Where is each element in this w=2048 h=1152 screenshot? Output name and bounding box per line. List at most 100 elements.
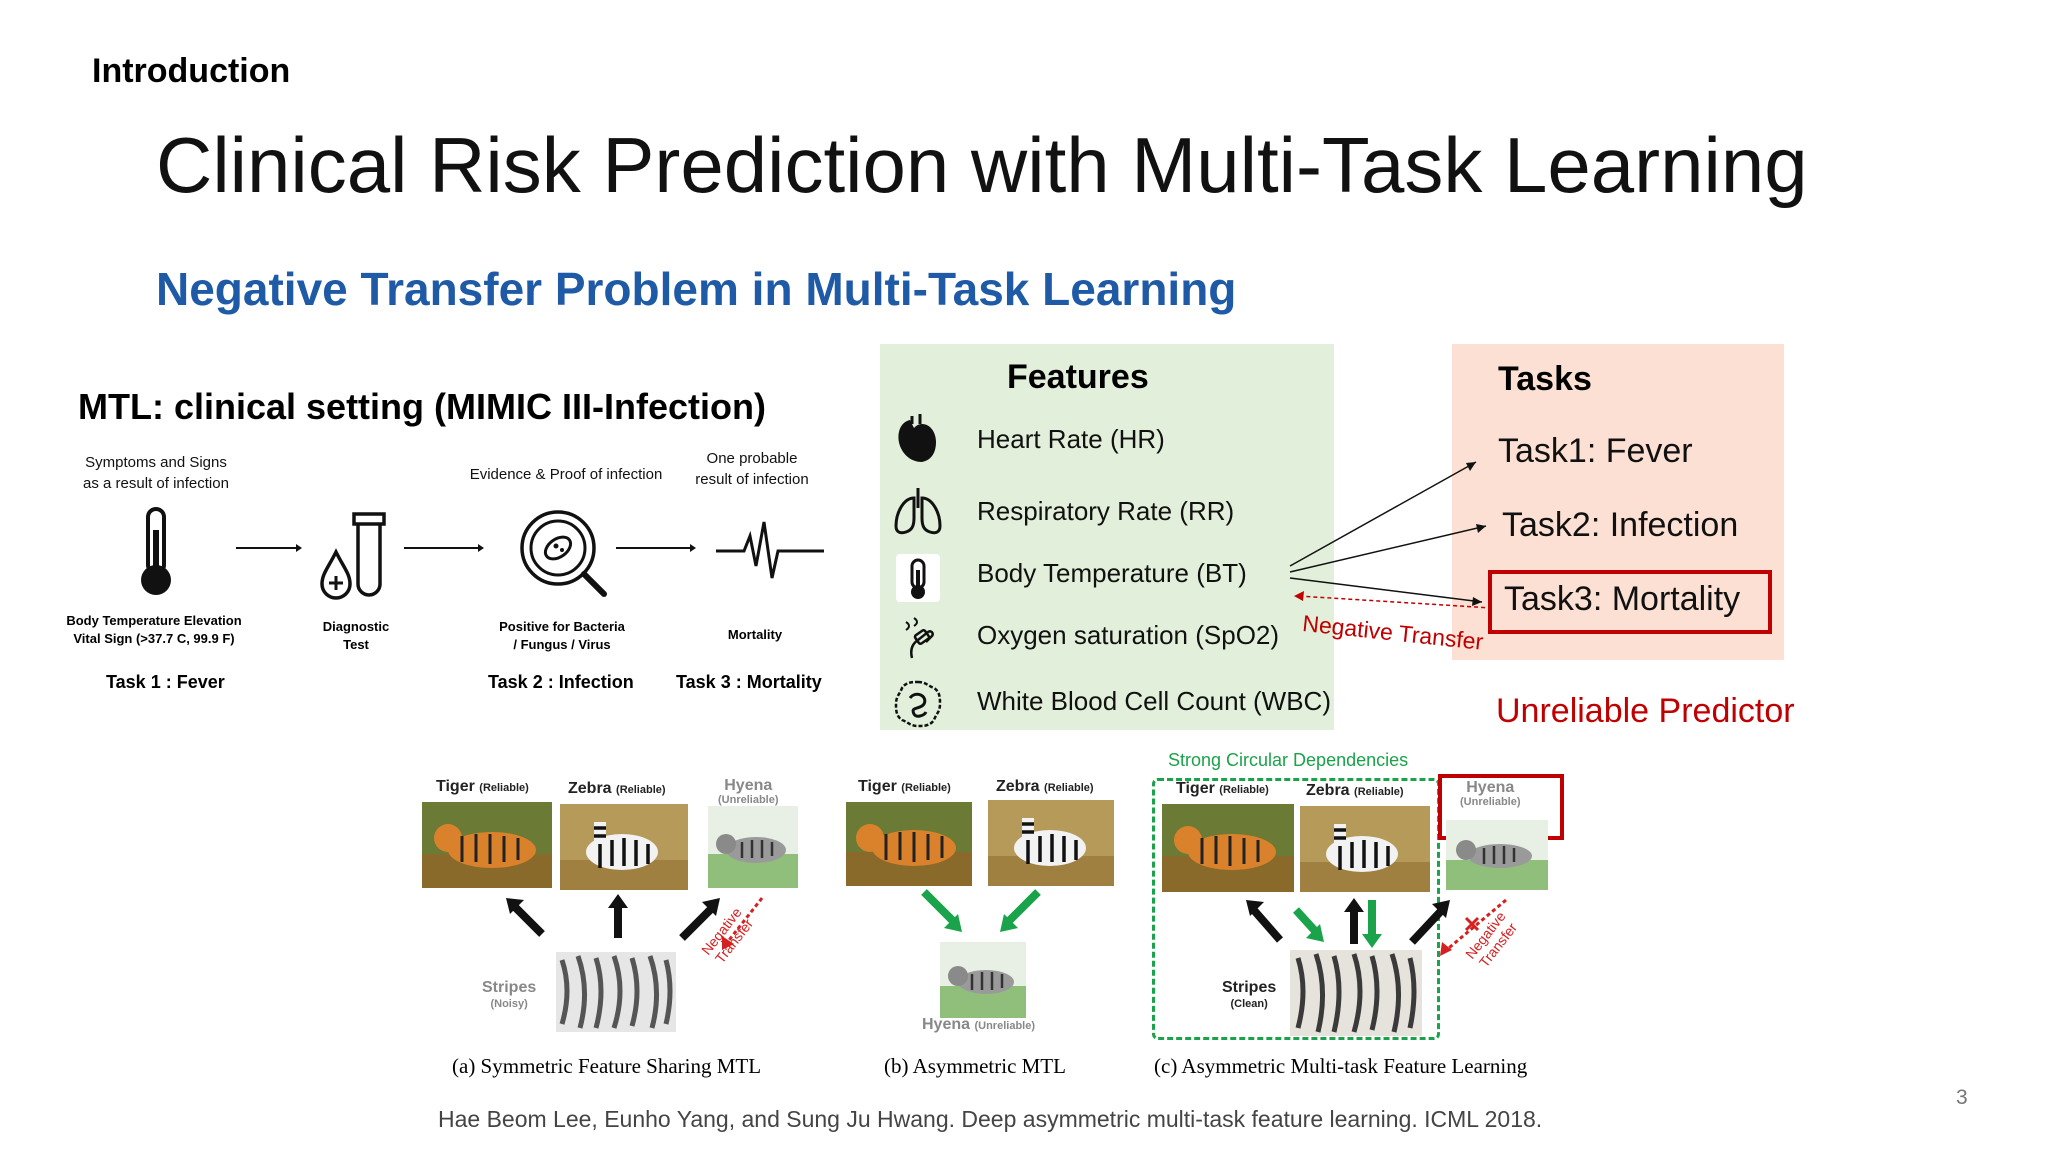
step-caption-diagnostic: Diagnostic Test	[296, 618, 416, 654]
strong-dependencies-label: Strong Circular Dependencies	[1168, 750, 1409, 770]
evidence-caption: Evidence & Proof of infection	[469, 466, 663, 483]
heart-icon	[898, 414, 936, 462]
feature-heart-rate: Heart Rate (HR)	[977, 424, 1165, 454]
step-caption-line2: Vital Sign (>37.7 C, 99.9 F)	[73, 631, 235, 646]
feature-body-temperature: Body Temperature (BT)	[977, 558, 1247, 588]
label-hyena-a: Hyena(Unreliable)	[718, 778, 779, 808]
task2-label: Task 2 : Infection	[488, 672, 634, 692]
animal-name: Zebra	[996, 778, 1040, 795]
step-caption-body-temp: Body Temperature Elevation Vital Sign (>…	[44, 612, 264, 648]
tasks-title: Tasks	[1498, 360, 1592, 398]
label-zebra-b: Zebra (Reliable)	[996, 778, 1094, 796]
stripes-photo-a	[556, 952, 676, 1032]
reliability: (Unreliable)	[974, 1020, 1035, 1032]
reliability: (Reliable)	[1044, 782, 1094, 794]
step-caption-line1: Diagnostic	[322, 619, 390, 634]
animal-name: Zebra	[1306, 782, 1350, 799]
bacteria-magnifier-icon	[520, 510, 607, 597]
tiger-photo-b	[846, 802, 972, 886]
hyena-photo-a	[708, 806, 798, 888]
reliability: (Reliable)	[901, 782, 951, 794]
hyena-photo-c	[1446, 820, 1548, 890]
label-hyena-c: Hyena(Unreliable)	[1460, 780, 1521, 810]
symptoms-caption-line1: Symptoms and Signs	[85, 454, 227, 471]
task-item-fever: Task1: Fever	[1498, 432, 1693, 470]
probable-caption-line1: One probable	[706, 450, 798, 467]
probable-caption-line2: result of infection	[695, 471, 809, 488]
cell-icon	[894, 680, 942, 728]
feature-wbc: White Blood Cell Count (WBC)	[977, 686, 1331, 716]
caption-b: (b) Asymmetric MTL	[884, 1054, 1066, 1078]
task3-highlight-box	[1488, 570, 1772, 634]
step-caption-line2: Test	[343, 637, 369, 652]
symptoms-caption: Symptoms and Signs as a result of infect…	[64, 452, 248, 494]
pipeline-arrows	[236, 544, 696, 552]
animal-name: Hyena	[724, 777, 773, 794]
label-hyena-b: Hyena (Unreliable)	[922, 1016, 1035, 1034]
zebra-photo-a	[560, 804, 688, 890]
stripes-photo-c	[1290, 950, 1422, 1036]
label-tiger-b: Tiger (Reliable)	[858, 778, 951, 796]
tiger-photo-a	[422, 802, 552, 888]
citation: Hae Beom Lee, Eunho Yang, and Sung Ju Hw…	[438, 1106, 1543, 1132]
page-number: 3	[1956, 1086, 1968, 1109]
label-stripes-a: Stripes (Noisy)	[482, 980, 536, 1012]
reliability: (Reliable)	[479, 782, 529, 794]
finger-oximeter-icon	[905, 617, 934, 659]
caption-c: (c) Asymmetric Multi-task Feature Learni…	[1154, 1054, 1528, 1078]
step-caption-mortality: Mortality	[727, 627, 783, 642]
animal-name: Tiger	[436, 778, 475, 795]
feature-task-arrows	[1289, 461, 1493, 609]
label-stripes-c: Stripes (Clean)	[1222, 980, 1276, 1012]
thermometer-icon	[141, 507, 171, 595]
label-zebra-a: Zebra (Reliable)	[568, 780, 666, 798]
section-label: Introduction	[92, 52, 291, 90]
task1-label: Task 1 : Fever	[106, 672, 225, 692]
step-caption-line2: / Fungus / Virus	[513, 637, 611, 652]
step-caption-line1: Positive for Bacteria	[499, 619, 625, 634]
feature-arrows-c	[1246, 898, 1507, 956]
thermometer-icon	[896, 554, 940, 602]
label-tiger-a: Tiger (Reliable)	[436, 778, 529, 796]
test-tube-icon	[320, 512, 386, 600]
tasks-panel	[1452, 344, 1784, 660]
probable-caption: One probable result of infection	[682, 448, 822, 490]
caption-a: (a) Symmetric Feature Sharing MTL	[452, 1054, 762, 1078]
task-item-infection: Task2: Infection	[1502, 506, 1739, 544]
tiger-photo-c	[1162, 804, 1294, 892]
lungs-icon	[894, 488, 942, 535]
mtl-heading: MTL: clinical setting (MIMIC III-Infecti…	[78, 386, 766, 427]
features-panel	[880, 344, 1334, 730]
task3-label: Task 3 : Mortality	[676, 672, 822, 692]
label-tiger-c: Tiger (Reliable)	[1176, 780, 1269, 798]
stripes-name: Stripes	[482, 979, 537, 996]
stripes-name: Stripes	[1222, 979, 1277, 996]
unreliable-predictor-label: Unreliable Predictor	[1496, 692, 1795, 730]
label-zebra-c: Zebra (Reliable)	[1306, 782, 1404, 800]
animal-name: Tiger	[858, 778, 897, 795]
animal-name: Hyena	[922, 1016, 971, 1033]
zebra-photo-b	[988, 800, 1114, 886]
feature-arrows-a	[506, 894, 764, 950]
reliability: (Reliable)	[1219, 784, 1269, 796]
slide-subtitle: Negative Transfer Problem in Multi-Task …	[156, 263, 1237, 315]
reliability: (Unreliable)	[718, 794, 779, 806]
animal-name: Tiger	[1176, 780, 1215, 797]
animal-name: Zebra	[568, 780, 612, 797]
slide-title: Clinical Risk Prediction with Multi-Task…	[156, 121, 1808, 209]
stripes-quality: (Noisy)	[490, 998, 528, 1010]
step-caption-positive: Positive for Bacteria / Fungus / Virus	[472, 618, 652, 654]
symptoms-caption-line2: as a result of infection	[83, 475, 229, 492]
zebra-photo-c	[1300, 806, 1430, 892]
reliability: (Reliable)	[1354, 786, 1404, 798]
step-caption-line1: Body Temperature Elevation	[66, 613, 242, 628]
feature-arrows-b	[921, 889, 1041, 932]
task-item-mortality: Task3: Mortality	[1504, 580, 1741, 618]
hyena-photo-b	[940, 942, 1026, 1018]
stripes-quality: (Clean)	[1230, 998, 1268, 1010]
features-title: Features	[1007, 358, 1149, 396]
reliability: (Reliable)	[616, 784, 666, 796]
feature-respiratory-rate: Respiratory Rate (RR)	[977, 496, 1235, 526]
heartbeat-icon	[716, 521, 824, 579]
reliability: (Unreliable)	[1460, 796, 1521, 808]
